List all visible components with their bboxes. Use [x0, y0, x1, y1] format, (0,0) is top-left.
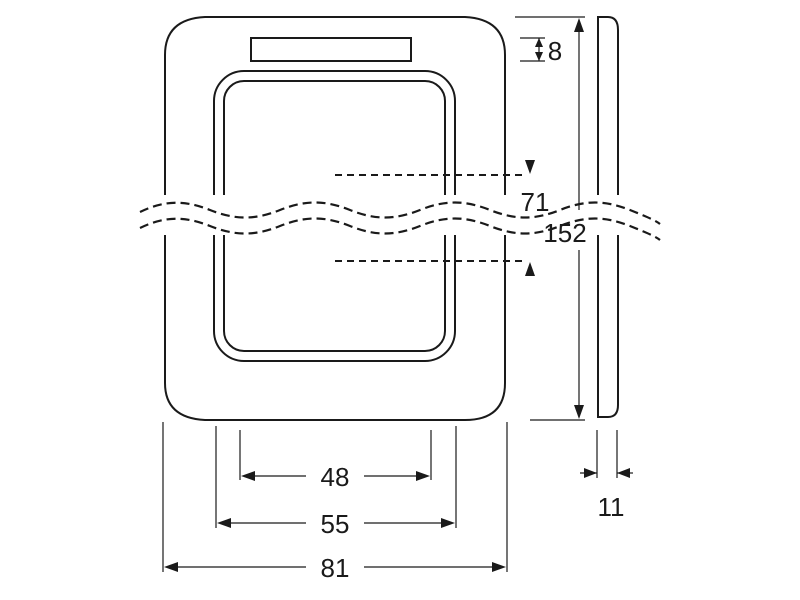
- total-height-arrow-top: [574, 18, 584, 32]
- plate-width-arrow-left: [164, 562, 178, 572]
- depth-arrow-left: [584, 468, 597, 478]
- outer-width-label: 55: [321, 509, 350, 539]
- label-height-arrow-top: [535, 38, 543, 47]
- depth-arrow-right: [617, 468, 630, 478]
- label-field: [250, 37, 412, 62]
- front-plate-outline: [164, 16, 506, 421]
- total-height-label: 152: [543, 218, 586, 248]
- depth-label: 11: [598, 492, 625, 522]
- side-profile: [597, 16, 619, 418]
- break-line-upper: [139, 201, 661, 225]
- label-height-arrow-bottom: [535, 52, 543, 61]
- outer-width-arrow-right: [441, 518, 455, 528]
- break-line-lower: [139, 217, 661, 241]
- opening-height-arrow-bottom: [525, 262, 535, 276]
- label-height-label: 8: [548, 36, 562, 66]
- total-height-arrow-bottom: [574, 405, 584, 419]
- opening-height-arrow-top: [525, 160, 535, 174]
- inner-width-arrow-right: [416, 471, 430, 481]
- inner-width-arrow-left: [241, 471, 255, 481]
- outer-width-arrow-left: [217, 518, 231, 528]
- inner-width-label: 48: [321, 462, 350, 492]
- opening-height-label: 71: [521, 187, 550, 217]
- plate-width-label: 81: [321, 553, 350, 583]
- plate-width-arrow-right: [492, 562, 506, 572]
